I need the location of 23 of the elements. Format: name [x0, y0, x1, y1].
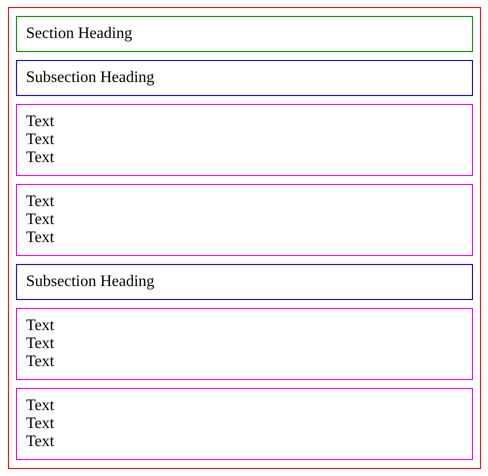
body-text: Text	[26, 335, 54, 353]
section-box	[16, 16, 473, 52]
body-text: Text	[26, 415, 54, 433]
subsection-box	[16, 264, 473, 300]
body-text: Text	[26, 131, 54, 149]
text-box	[16, 184, 473, 256]
page-frame	[8, 7, 481, 469]
body-text: Text	[26, 433, 54, 451]
body-text: Text	[26, 113, 54, 131]
subsection-box	[16, 60, 473, 96]
subsection-heading: Subsection Heading	[26, 69, 154, 87]
body-text: Text	[26, 229, 54, 247]
text-box	[16, 104, 473, 176]
body-text: Text	[26, 397, 54, 415]
body-text: Text	[26, 211, 54, 229]
body-text: Text	[26, 193, 54, 211]
subsection-heading: Subsection Heading	[26, 273, 154, 291]
body-text: Text	[26, 353, 54, 371]
section-heading: Section Heading	[26, 25, 132, 43]
text-box	[16, 308, 473, 380]
body-text: Text	[26, 149, 54, 167]
text-box	[16, 388, 473, 460]
body-text: Text	[26, 317, 54, 335]
